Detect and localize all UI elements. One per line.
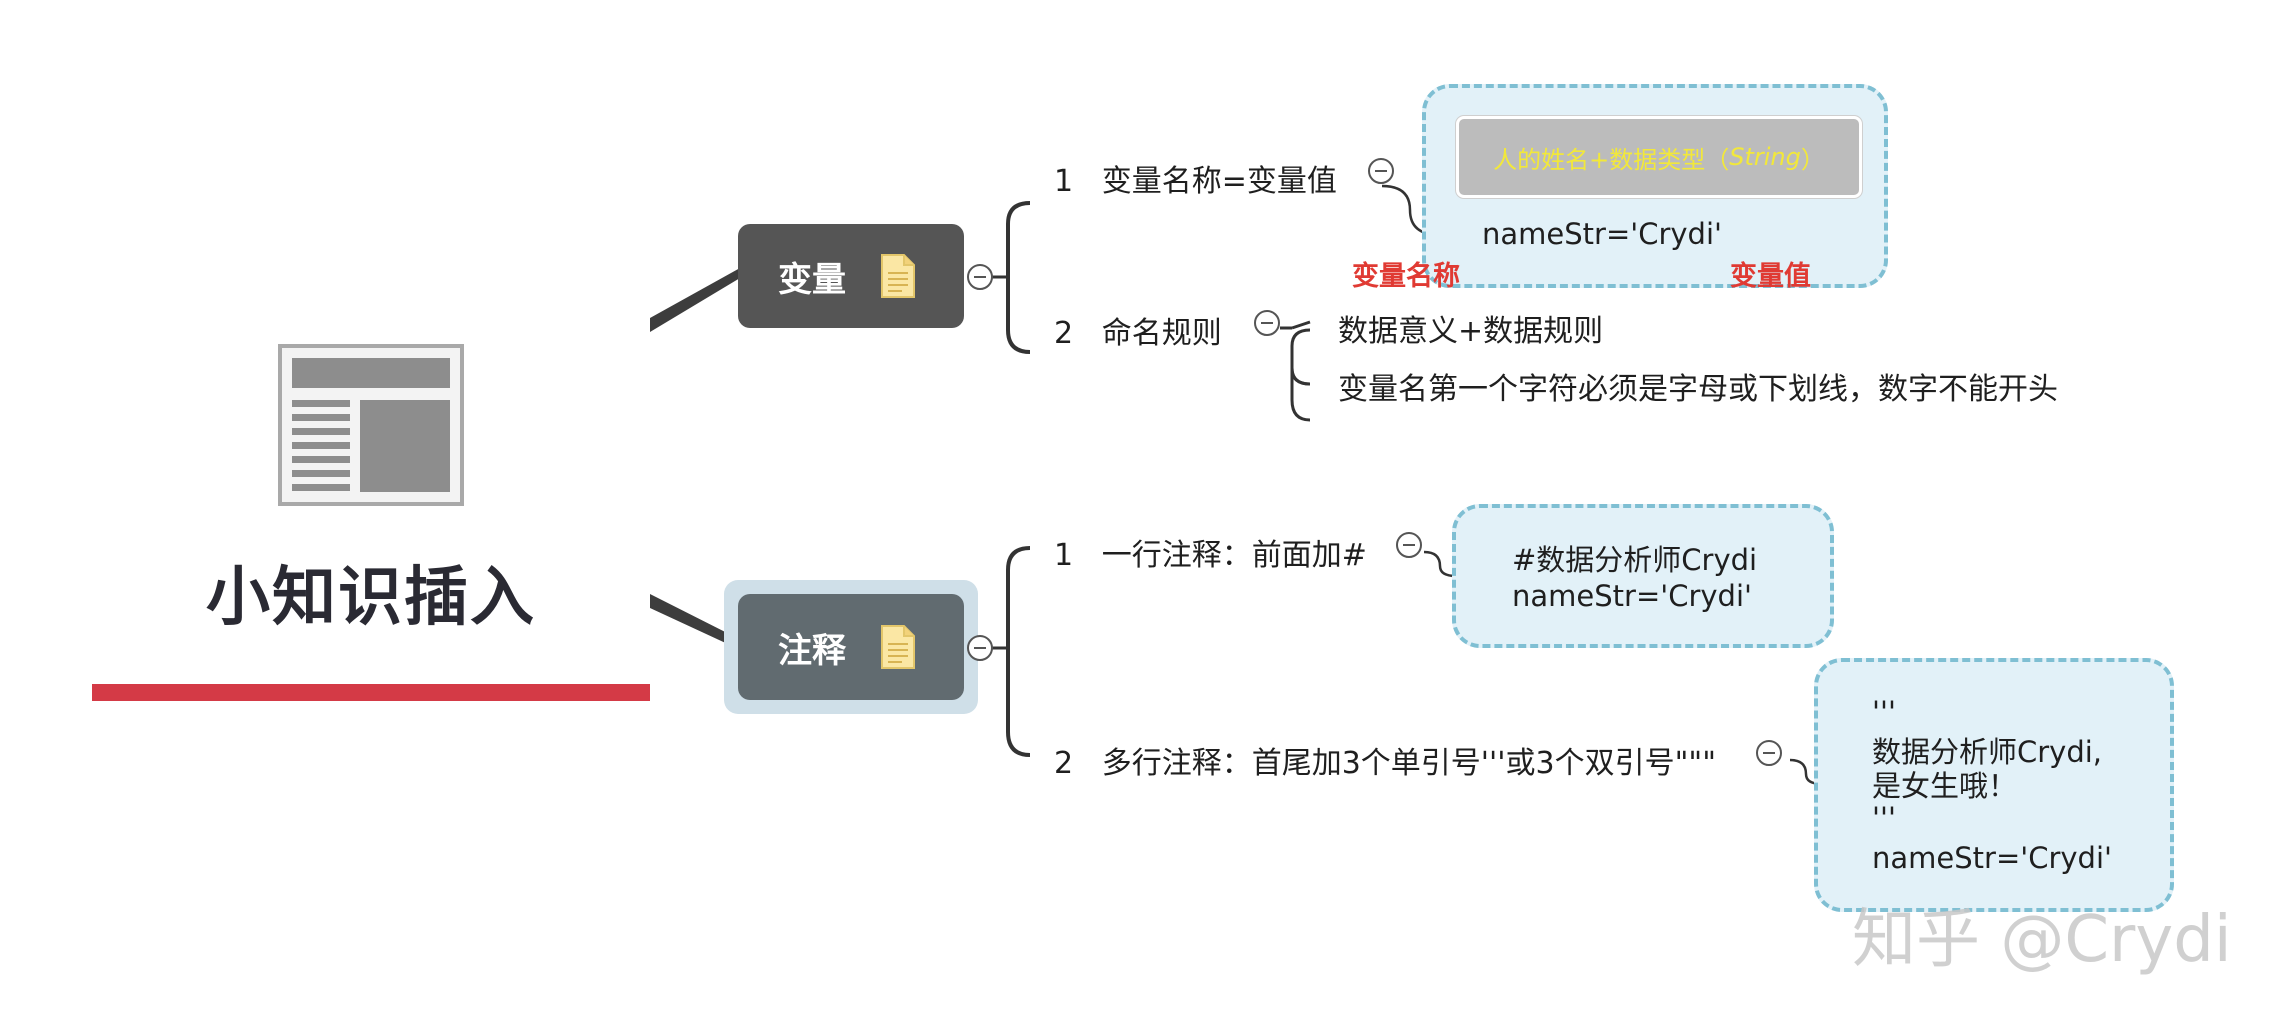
variable-name-label: 变量名称 (1352, 261, 1460, 292)
collapse-icon[interactable] (1254, 310, 1280, 336)
collapse-icon[interactable] (1756, 740, 1782, 766)
type-hint-italic: String (1729, 143, 1801, 171)
root-underline (92, 684, 650, 701)
multi-comment-line-4: ''' (1872, 801, 1896, 835)
topic-variable-label: 变量 (778, 259, 846, 300)
multi-comment-line-2: 数据分析师Crydi, (1872, 735, 2103, 769)
variable-bracket (1006, 201, 1031, 354)
multi-comment-line-5: nameStr='Crydi' (1872, 841, 2112, 875)
root-title: 小知识插入 (206, 561, 536, 635)
collapse-icon[interactable] (1396, 532, 1422, 558)
item-text: 变量名称=变量值 (1101, 164, 1337, 199)
single-comment-connector (1423, 550, 1486, 578)
topic-comment-label: 注释 (778, 630, 846, 671)
root-to-comment-line (650, 594, 745, 652)
single-comment-line-2: nameStr='Crydi' (1512, 579, 1752, 613)
variable-value-label: 变量值 (1730, 261, 1811, 292)
collapse-icon[interactable] (967, 264, 993, 290)
document-icon (881, 625, 915, 669)
single-comment-callout (1452, 504, 1834, 648)
naming-rule-1[interactable]: 数据意义+数据规则 (1338, 314, 1604, 349)
multi-comment-callout (1814, 658, 2174, 912)
comment-item-2[interactable]: 2 多行注释：首尾加3个单引号'''或3个双引号""" (1054, 738, 1716, 782)
variable-item-2[interactable]: 2 命名规则 (1054, 308, 1222, 352)
type-hint-text: 人的姓名+数据类型（ (1493, 145, 1730, 174)
item-text: 多行注释：首尾加3个单引号'''或3个双引号""" (1101, 746, 1717, 781)
watermark: 知乎 @Crydi (1852, 903, 2232, 977)
item-text: 命名规则 (1101, 316, 1222, 351)
root-to-variable-line (650, 268, 740, 332)
multi-comment-line-3: 是女生哦！ (1872, 769, 2018, 803)
item-number: 1 (1054, 164, 1074, 199)
variable-code: nameStr='Crydi' (1482, 217, 1722, 251)
newspaper-icon (278, 344, 464, 506)
item-number: 1 (1054, 538, 1074, 573)
item-number: 2 (1054, 746, 1074, 781)
naming-rule-2[interactable]: 变量名第一个字符必须是字母或下划线，数字不能开头 (1338, 372, 2058, 407)
item-text: 一行注释：前面加# (1101, 538, 1367, 573)
document-icon (881, 254, 915, 298)
collapse-icon[interactable] (967, 635, 993, 661)
multi-comment-line-1: ''' (1872, 695, 1896, 729)
topic-variable[interactable]: 变量 (738, 224, 964, 328)
topic-comment[interactable]: 注释 (738, 594, 964, 700)
single-comment-line-1: #数据分析师Crydi (1512, 543, 1758, 577)
comment-bracket (1006, 546, 1031, 757)
type-hint-end: ） (1800, 145, 1825, 174)
item-number: 2 (1054, 316, 1074, 351)
type-hint-box: 人的姓名+数据类型（String） (1456, 116, 1862, 198)
comment-item-1[interactable]: 1 一行注释：前面加# (1054, 530, 1367, 574)
variable-item-1[interactable]: 1 变量名称=变量值 (1054, 156, 1337, 200)
collapse-icon[interactable] (1368, 158, 1394, 184)
